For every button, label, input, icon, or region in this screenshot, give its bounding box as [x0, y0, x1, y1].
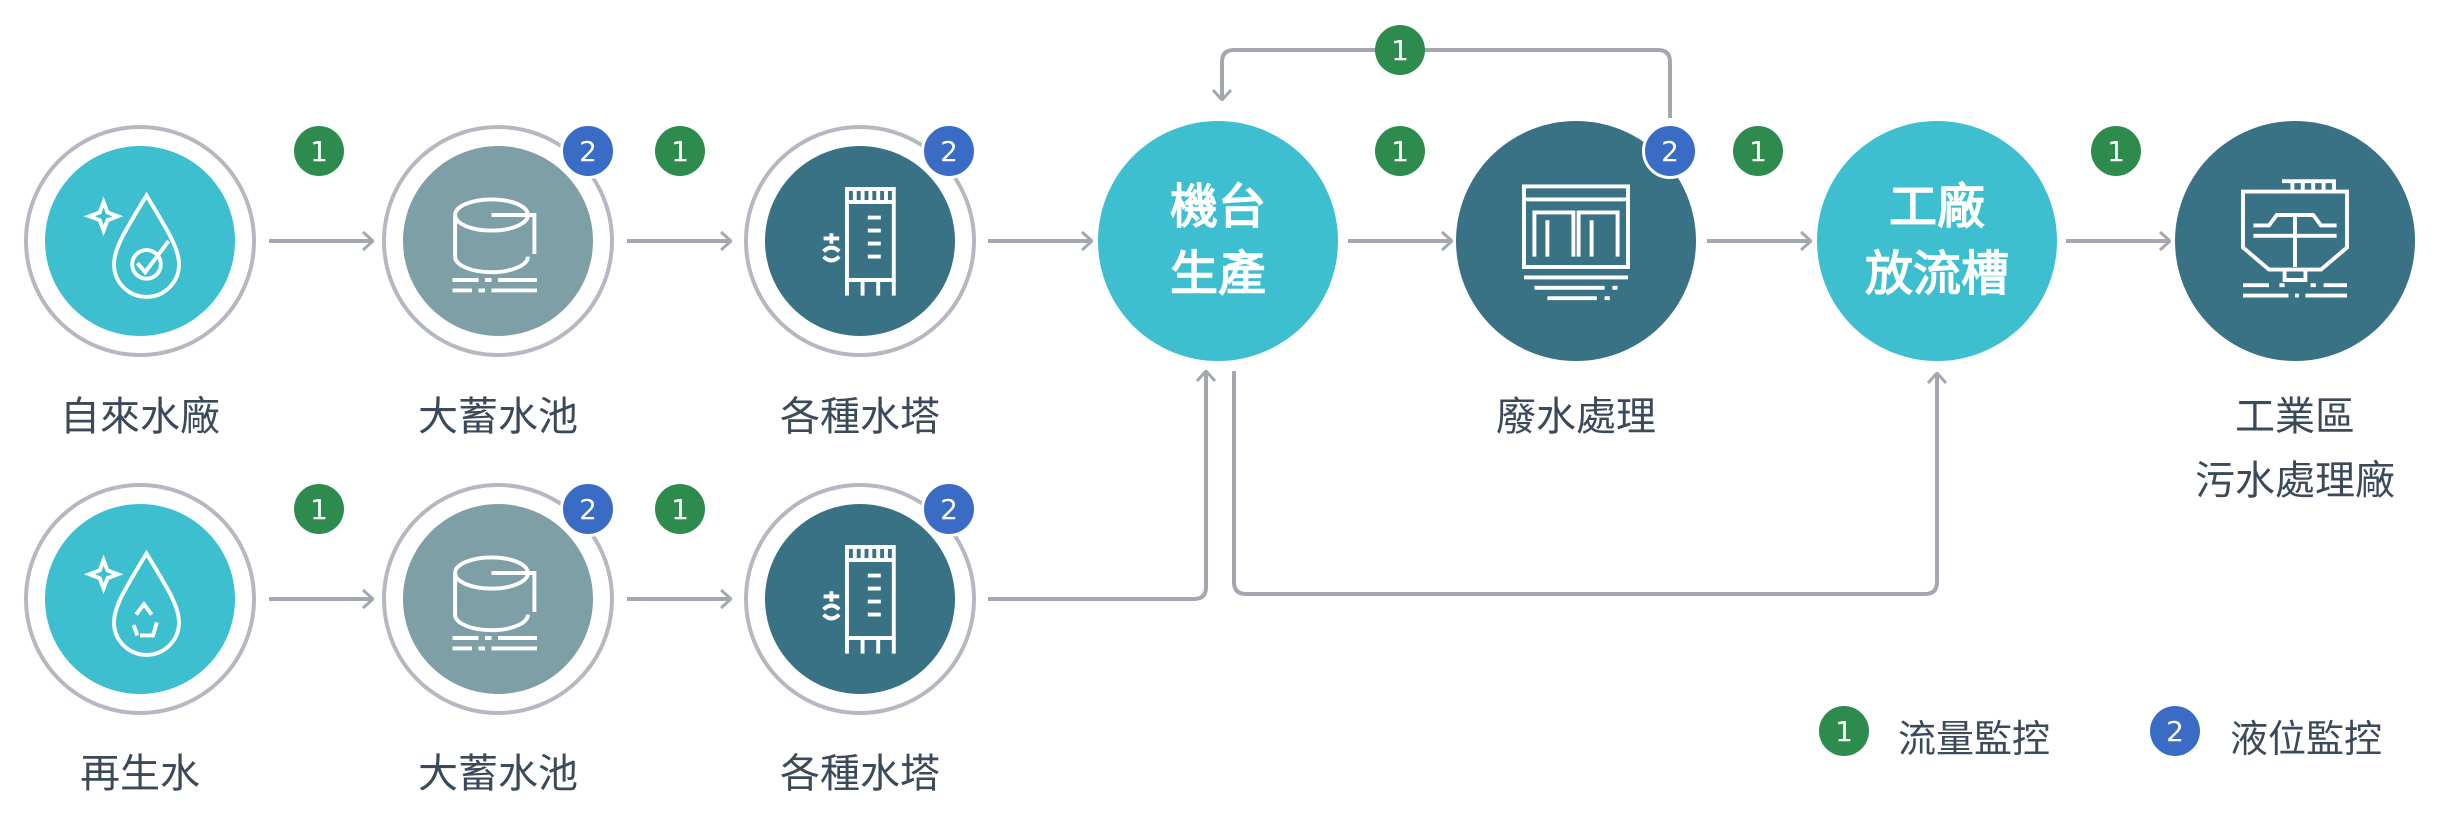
- node-storage-pool-1: [382, 125, 614, 357]
- flow-monitor-badge: 1: [2091, 126, 2141, 176]
- node-label-line: 工廠: [1888, 178, 1985, 235]
- flow-monitor-badge: 1: [294, 126, 344, 176]
- water-tower-icon: [822, 187, 896, 296]
- sewage-plant-icon: [2241, 179, 2349, 298]
- storage-tank-icon: [452, 197, 537, 293]
- label-storage-pool-1: 大蓄水池: [418, 394, 578, 440]
- level-monitor-badge: 2: [1642, 123, 1698, 179]
- label-tap-water-plant: 自來水廠: [60, 394, 220, 440]
- legend-level-label: 液位監控: [2230, 717, 2383, 761]
- arrow-waste-loop-to-machine: [1222, 48, 1672, 118]
- label-line: 工業區: [2235, 394, 2355, 440]
- node-industrial-sewage-plant: [2175, 121, 2415, 361]
- label-water-tower-1: 各種水塔: [780, 394, 940, 440]
- flow-monitor-badge: 1: [1733, 126, 1783, 176]
- node-label-line: 放流槽: [1864, 246, 2009, 302]
- flow-monitor-badge: 1: [655, 484, 705, 534]
- water-tower-icon: [822, 545, 896, 654]
- level-monitor-badge: 2: [560, 123, 616, 179]
- flow-monitor-badge: 1: [294, 484, 344, 534]
- node-tap-water-plant: [24, 125, 256, 357]
- node-label-line: 生產: [1169, 246, 1266, 302]
- legend-flow-label: 流量監控: [1898, 717, 2051, 761]
- node-label-line: 機台: [1169, 178, 1266, 235]
- legend-flow-badge: 1: [1819, 706, 1869, 756]
- legend-level-badge: 2: [2150, 706, 2200, 756]
- flow-monitor-badge: 1: [1375, 126, 1425, 176]
- node-factory-discharge-tank: 工廠 放流槽: [1817, 121, 2057, 361]
- storage-tank-icon: [452, 555, 537, 651]
- level-monitor-badge: 2: [921, 481, 977, 537]
- node-recycled-water: [24, 483, 256, 715]
- flow-monitor-badge: 1: [1375, 25, 1425, 75]
- node-machine-production: 機台 生產: [1098, 121, 1338, 361]
- arrow-machine-to-discharge: [1232, 371, 1937, 596]
- label-water-tower-2: 各種水塔: [780, 751, 940, 797]
- wastewater-treatment-icon: [1522, 184, 1630, 301]
- arrow-tower2-to-machine: [988, 371, 1206, 601]
- label-line: 污水處理廠: [2195, 458, 2395, 504]
- water-drop-check-icon: [83, 191, 181, 299]
- flow-monitor-badge: 1: [655, 126, 705, 176]
- water-drop-recycle-icon: [83, 549, 181, 657]
- label-wastewater-treatment: 廢水處理: [1496, 394, 1656, 440]
- label-industrial-sewage-plant: 工業區 污水處理廠: [2145, 385, 2440, 513]
- label-storage-pool-2: 大蓄水池: [418, 751, 578, 797]
- level-monitor-badge: 2: [921, 123, 977, 179]
- node-storage-pool-2: [382, 483, 614, 715]
- level-monitor-badge: 2: [560, 481, 616, 537]
- label-recycled-water: 再生水: [80, 751, 200, 797]
- node-water-tower-2: [744, 483, 976, 715]
